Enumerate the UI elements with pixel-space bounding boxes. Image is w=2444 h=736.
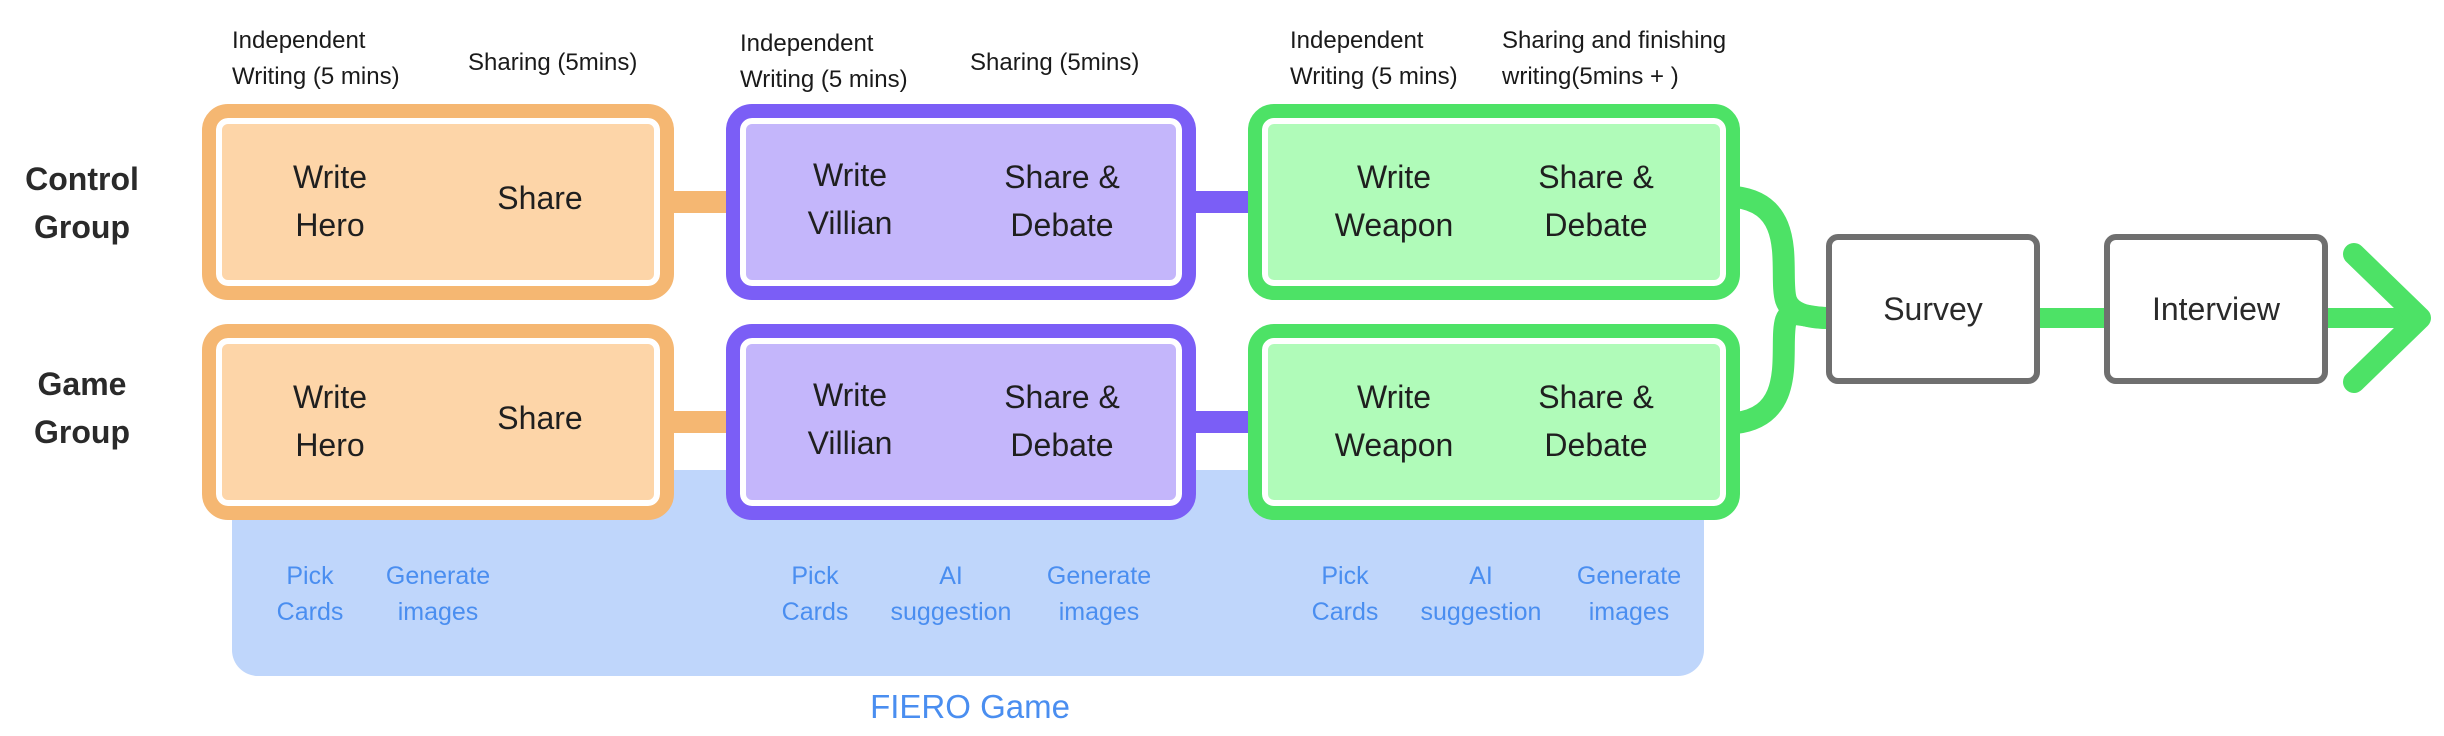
- villain-pick-cards-feature: Pick Cards: [781, 562, 849, 626]
- game-share-weapon-label: Share & Debate: [1538, 379, 1654, 463]
- game-write-hero-label: Write Hero: [292, 379, 368, 463]
- game-write-villain-label: Write Villian: [807, 377, 893, 461]
- connector-hero-villain-game: [668, 411, 728, 433]
- hero-pick-cards-feature: Pick Cards: [276, 562, 344, 626]
- villain-generate-images-feature: Generate images: [1046, 562, 1152, 626]
- game-share-hero-label: Share: [497, 400, 583, 436]
- game-write-weapon-label: Write Weapon: [1334, 379, 1454, 463]
- villain-ai-suggestion-feature: AI suggestion: [890, 562, 1012, 626]
- control-weapon-stage: [1248, 104, 1740, 300]
- merge-curve-game: [1733, 303, 1829, 434]
- villain-writing-phase-label: Independent Writing (5 mins): [740, 30, 908, 93]
- game-hero-stage: [202, 324, 674, 520]
- connector-villain-weapon-game: [1192, 411, 1252, 433]
- merge-curve-control: [1733, 186, 1829, 329]
- control-group-label: Control Group: [25, 161, 139, 245]
- control-write-villain-label: Write Villian: [807, 157, 893, 241]
- control-share-hero-label: Share: [497, 180, 583, 216]
- survey-box: Survey: [1826, 234, 2040, 384]
- hero-generate-images-feature: Generate images: [385, 562, 491, 626]
- weapon-ai-suggestion-feature: AI suggestion: [1420, 562, 1542, 626]
- game-villain-stage: [726, 324, 1196, 520]
- hero-sharing-phase-label: Sharing (5mins): [468, 49, 638, 76]
- control-hero-stage: [202, 104, 674, 300]
- control-villain-stage: [726, 104, 1196, 300]
- fiero-game-title: FIERO Game: [870, 688, 1070, 725]
- villain-sharing-phase-label: Sharing (5mins): [970, 49, 1140, 76]
- weapon-generate-images-feature: Generate images: [1576, 562, 1682, 626]
- control-write-weapon-label: Write Weapon: [1334, 159, 1454, 243]
- weapon-writing-phase-label: Independent Writing (5 mins): [1290, 27, 1458, 90]
- interview-box: Interview: [2104, 234, 2328, 384]
- hero-writing-phase-label: Independent Writing (5 mins): [232, 27, 400, 90]
- connector-villain-weapon-control: [1192, 191, 1252, 213]
- weapon-pick-cards-feature: Pick Cards: [1311, 562, 1379, 626]
- game-group-label: Game Group: [34, 366, 130, 450]
- game-weapon-stage: [1248, 324, 1740, 520]
- arrow-head-icon: [2343, 243, 2431, 393]
- connector-hero-villain-control: [668, 191, 728, 213]
- weapon-sharing-phase-label: Sharing and finishing writing(5mins + ): [1502, 27, 1727, 90]
- control-write-hero-label: Write Hero: [292, 159, 368, 243]
- control-share-weapon-label: Share & Debate: [1538, 159, 1654, 243]
- control-share-villain-label: Share & Debate: [1004, 159, 1120, 243]
- game-share-villain-label: Share & Debate: [1004, 379, 1120, 463]
